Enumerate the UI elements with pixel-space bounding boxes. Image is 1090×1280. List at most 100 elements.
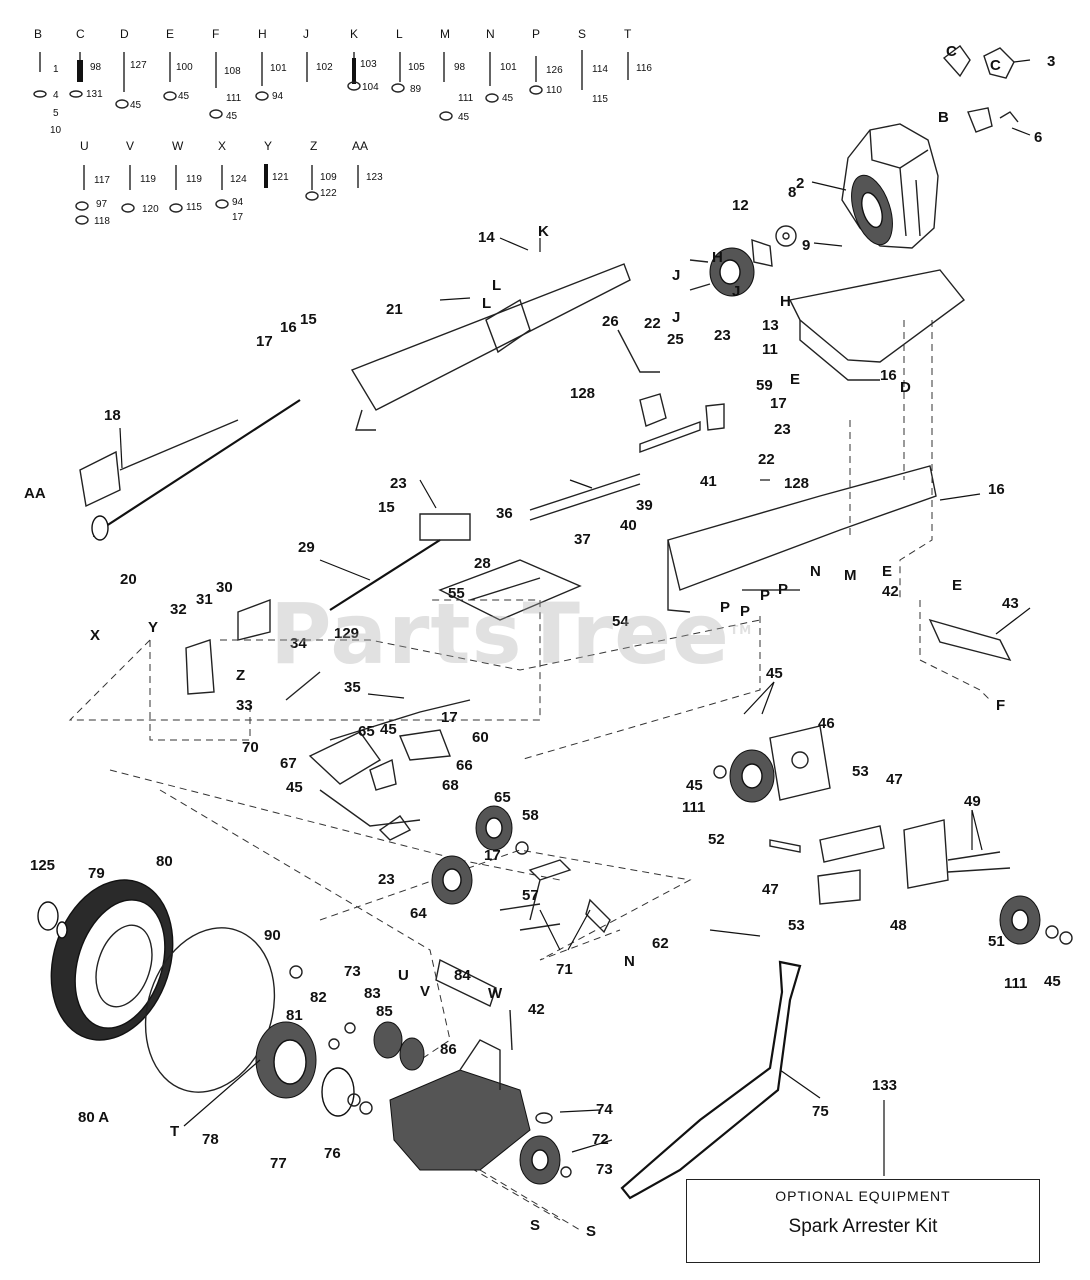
- callout-80: 80: [156, 853, 173, 870]
- hardware-key: B C D E F H J K L M N P S T: [33, 27, 652, 227]
- ref-u: U: [398, 967, 409, 984]
- callout-81: 81: [286, 1007, 303, 1024]
- callout-48: 48: [890, 917, 907, 934]
- ref-h: H: [712, 249, 723, 266]
- callout-85: 85: [376, 1003, 393, 1020]
- key-num: 101: [270, 63, 287, 74]
- callout-79: 79: [88, 865, 105, 882]
- callout-55: 55: [448, 585, 465, 602]
- callout-52: 52: [708, 831, 725, 848]
- callout-36: 36: [496, 505, 513, 522]
- callout-67: 67: [280, 755, 297, 772]
- ref-p2: P: [740, 603, 750, 620]
- ref-v: V: [420, 983, 430, 1000]
- callout-45b: 45: [380, 721, 397, 738]
- callout-18: 18: [104, 407, 121, 424]
- key-num: 98: [454, 62, 466, 73]
- callout-59: 59: [756, 377, 773, 394]
- ref-k: K: [538, 223, 549, 240]
- leader-lines: [119, 59, 1031, 1176]
- transaxle: [389, 1039, 572, 1185]
- callout-47b: 47: [762, 881, 779, 898]
- key-num: 89: [410, 84, 422, 95]
- key-letter-d: D: [120, 27, 129, 41]
- key-num: 45: [458, 112, 470, 123]
- key-letter-f: F: [212, 27, 219, 41]
- callout-23c: 23: [390, 475, 407, 492]
- key-num: 131: [86, 89, 103, 100]
- ref-p3: P: [760, 587, 770, 604]
- callout-23b: 23: [774, 421, 791, 438]
- ref-h2: H: [780, 293, 791, 310]
- ref-w: W: [488, 985, 503, 1002]
- key-num: 5: [53, 108, 59, 119]
- callout-54: 54: [612, 613, 629, 630]
- key-letter-h: H: [258, 27, 267, 41]
- callout-26: 26: [602, 313, 619, 330]
- callout-58: 58: [522, 807, 539, 824]
- callout-22b: 22: [758, 451, 775, 468]
- key-num: 118: [94, 216, 110, 227]
- ref-b: B: [938, 109, 949, 126]
- callout-2: 2: [796, 175, 804, 192]
- frame: [350, 263, 966, 621]
- callout-17: 17: [256, 333, 273, 350]
- callout-39: 39: [636, 497, 653, 514]
- ref-e: E: [790, 371, 800, 388]
- callout-128b: 128: [784, 475, 809, 492]
- callout-17c: 17: [441, 709, 458, 726]
- key-letter-x: X: [218, 139, 226, 153]
- callout-60: 60: [472, 729, 489, 746]
- ref-t: T: [170, 1123, 179, 1140]
- key-letter-w: W: [172, 139, 184, 153]
- key-letter-e: E: [166, 27, 174, 41]
- callout-86: 86: [440, 1041, 457, 1058]
- key-num: 109: [320, 172, 337, 183]
- key-letter-u: U: [80, 139, 89, 153]
- ref-s2: S: [586, 1223, 596, 1240]
- callout-28: 28: [474, 555, 491, 572]
- callout-46: 46: [818, 715, 835, 732]
- callout-77: 77: [270, 1155, 287, 1172]
- callout-25: 25: [667, 331, 684, 348]
- callout-45: 45: [766, 665, 783, 682]
- key-num: 10: [50, 125, 62, 136]
- key-letter-z: Z: [310, 139, 317, 153]
- key-num: 45: [502, 93, 514, 104]
- callout-71: 71: [556, 961, 573, 978]
- callout-32: 32: [170, 601, 187, 618]
- key-num: 127: [130, 60, 147, 71]
- key-num: 116: [636, 63, 652, 74]
- callout-49: 49: [964, 793, 981, 810]
- callout-53: 53: [852, 763, 869, 780]
- key-num: 103: [360, 59, 377, 70]
- ref-j2: J: [732, 283, 740, 300]
- callout-80a: 80 A: [78, 1109, 109, 1126]
- ref-m: M: [844, 567, 857, 584]
- assembly-lines: [68, 320, 991, 1231]
- key-num: 111: [226, 93, 242, 104]
- callout-72: 72: [592, 1131, 609, 1148]
- key-num: 104: [362, 82, 379, 93]
- callout-12: 12: [732, 197, 749, 214]
- callout-43: 43: [1002, 595, 1019, 612]
- callout-16: 16: [280, 319, 297, 336]
- callout-82: 82: [310, 989, 327, 1006]
- callout-57: 57: [522, 887, 539, 904]
- callout-31: 31: [196, 591, 213, 608]
- callout-14: 14: [478, 229, 495, 246]
- ref-n: N: [810, 563, 821, 580]
- callout-42b: 42: [528, 1001, 545, 1018]
- callout-73: 73: [344, 963, 361, 980]
- callout-20: 20: [120, 571, 137, 588]
- optional-equipment-item: Spark Arrester Kit: [788, 1216, 938, 1237]
- callout-17d: 17: [484, 847, 501, 864]
- key-num: 105: [408, 62, 425, 73]
- key-letter-l: L: [396, 27, 403, 41]
- key-num: 121: [272, 172, 289, 183]
- callout-45d: 45: [686, 777, 703, 794]
- callout-30: 30: [216, 579, 233, 596]
- key-letter-v: V: [126, 139, 134, 153]
- callout-29: 29: [298, 539, 315, 556]
